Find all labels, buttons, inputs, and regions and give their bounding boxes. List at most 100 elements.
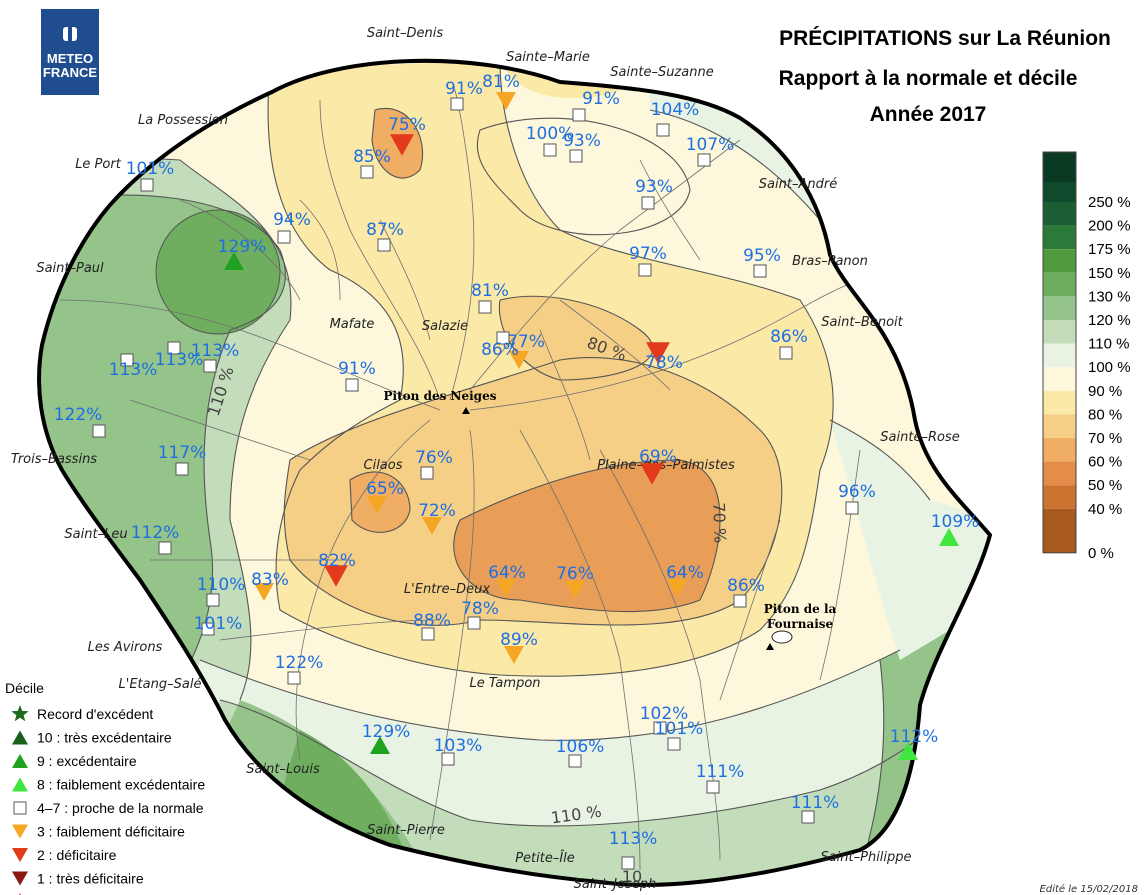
isoline-label: 10 [622, 867, 642, 886]
normal-square-icon [175, 462, 189, 476]
place-label: Sainte–Rose [880, 430, 959, 445]
station: 112% [890, 727, 939, 760]
legend-down-triangle-icon [12, 848, 28, 862]
station: 83% [251, 570, 289, 601]
station: 82% [318, 551, 356, 587]
station: 113% [191, 341, 239, 373]
scale-swatch [1043, 461, 1076, 486]
island-outline [37, 58, 993, 887]
color-scale: 250 %200 %175 %150 %130 %120 %110 %100 %… [1042, 151, 1131, 562]
scale-swatch [1043, 249, 1076, 273]
normal-square-icon [543, 143, 557, 157]
deficit-triangle-icon [324, 565, 348, 587]
station: 89% [500, 630, 538, 664]
station-value: 91% [445, 79, 483, 99]
station-value: 102% [640, 704, 689, 724]
normal-square-icon [467, 616, 481, 630]
legend-label: 1 : très déficitaire [37, 871, 144, 887]
station-value: 113% [155, 350, 204, 370]
normal-square-icon [569, 149, 583, 163]
station-value: 93% [635, 177, 673, 197]
normal-square-icon [572, 108, 586, 122]
place-label: Petite–Île [515, 850, 575, 866]
place-labels: Saint–DenisSainte–MarieSainte–SuzanneLa … [11, 26, 960, 892]
station-value: 129% [362, 722, 411, 742]
station-value: 64% [488, 563, 526, 583]
scale-label: 175 % [1088, 241, 1131, 258]
station-value: 101% [126, 159, 175, 179]
scale-label: 80 % [1088, 406, 1122, 423]
station: 104% [651, 100, 699, 137]
scale-swatch [1043, 202, 1076, 226]
place-label: Bras–Panon [792, 254, 868, 269]
place-label: Les Avirons [88, 640, 163, 655]
place-label: Saint–Pierre [367, 823, 445, 838]
station: 107% [686, 135, 734, 167]
station: 81% [482, 72, 520, 110]
edit-date: Edité le 15/02/2018 [1040, 883, 1138, 895]
station: 97% [629, 244, 667, 277]
station: 122% [275, 653, 323, 685]
legend-star-icon [11, 705, 29, 722]
peak-label: Fournaise [767, 617, 834, 631]
place-label: Le Tampon [469, 676, 540, 691]
station: 81% [471, 281, 509, 314]
station: 94% [273, 210, 311, 244]
station-value: 97% [629, 244, 667, 264]
station: 106% [556, 737, 604, 768]
legend-label: Record d'excédent [37, 706, 153, 722]
place-label: Le Port [75, 157, 122, 172]
normal-square-icon [478, 300, 492, 314]
station-value: 112% [890, 727, 939, 747]
deficit-triangle-icon [422, 517, 442, 535]
normal-square-icon [206, 593, 220, 607]
normal-square-icon [753, 264, 767, 278]
peak-label: Piton de la [764, 602, 837, 616]
station-value: 81% [482, 72, 520, 92]
station-value: 78% [461, 599, 499, 619]
station-value: 65% [366, 479, 404, 499]
normal-square-icon [656, 123, 670, 137]
normal-square-icon [653, 721, 667, 735]
normal-square-icon [360, 165, 374, 179]
normal-square-icon [450, 97, 464, 111]
deficit-triangle-icon [496, 92, 516, 110]
normal-square-icon [140, 178, 154, 192]
scale-label: 60 % [1088, 454, 1122, 471]
normal-square-icon [568, 754, 582, 768]
legend-item: 3 : faiblement déficitaire [12, 824, 185, 840]
normal-square-icon [158, 541, 172, 555]
station-value: 75% [388, 115, 426, 135]
normal-square-icon [120, 353, 134, 367]
deficit-triangle-icon [254, 583, 274, 601]
normal-square-icon [421, 627, 435, 641]
legend-item: 9 : excédentaire [12, 753, 137, 769]
station-value: 122% [54, 405, 103, 425]
scale-top-swatch [1043, 152, 1076, 182]
fournaise-crater [771, 630, 793, 644]
station-value: 95% [743, 246, 781, 266]
place-label: Salazie [422, 319, 468, 334]
isoline-label: 70 % [709, 502, 729, 543]
legend-down-triangle-icon [12, 824, 28, 839]
station-value: 86% [770, 327, 808, 347]
station-value: 86% [727, 576, 765, 596]
place-label: Trois–Bassins [11, 452, 97, 467]
scale-label: 200 % [1088, 218, 1131, 235]
piton-neiges-marker [462, 407, 470, 414]
normal-square-icon [203, 359, 217, 373]
station: 100% [526, 124, 574, 157]
deficit-triangle-icon [390, 134, 414, 156]
isolines [39, 60, 941, 885]
station-value: 76% [556, 564, 594, 584]
legend-item: 8 : faiblement excédentaire [12, 777, 205, 793]
scale-swatch [1043, 508, 1076, 553]
normal-square-icon [201, 622, 215, 636]
place-label: Saint–Joseph [574, 877, 657, 892]
normal-square-icon [706, 780, 720, 794]
station-value: 101% [655, 719, 704, 739]
station-value: 89% [500, 630, 538, 650]
station: 86% [481, 331, 519, 360]
station-value: 113% [609, 829, 658, 849]
station: 122% [54, 405, 106, 438]
